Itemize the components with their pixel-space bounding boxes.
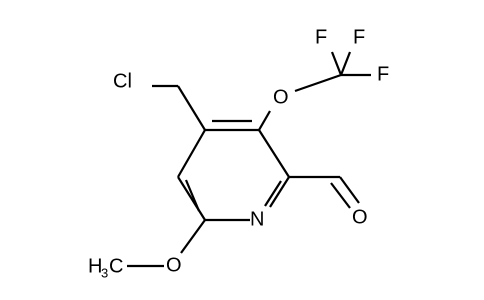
bond-cf3-f-top-left: [330, 51, 343, 76]
bond-c2-n: [269, 176, 290, 208]
fluorine-right-label: F: [377, 63, 389, 85]
pyridine-ring: [177, 119, 290, 222]
oxygen-aldehyde-label: O: [352, 206, 368, 228]
chlorine-atom-label: Cl: [113, 70, 132, 92]
bond-c3-o: [258, 110, 271, 131]
fluorine-top-left-label: F: [315, 26, 327, 48]
bond-c2-n-inner: [264, 180, 282, 207]
bond-c3-c2: [258, 129, 290, 178]
bond-cf3-f-top-right: [339, 51, 352, 76]
bond-c4-ch2: [177, 85, 206, 131]
methyl-carbon-label: C: [109, 255, 123, 277]
bond-cho-o: [339, 176, 360, 204]
methyl-subscript-label: 3: [101, 265, 108, 280]
nitrogen-ring-label: N: [250, 208, 264, 230]
oxygen-ether-label: O: [273, 86, 289, 108]
bond-o-cf3: [294, 73, 342, 93]
methyl-hydrogen-label: H: [88, 255, 102, 277]
oxygen-methoxy-label: O: [166, 254, 182, 276]
fluorine-top-right-label: F: [353, 26, 365, 48]
bond-cho-o-double: [330, 182, 351, 209]
bond-c5-c4: [177, 129, 206, 178]
bond-c6-o-methoxy: [180, 219, 206, 254]
bond-c6-c5-inner: [184, 179, 201, 212]
bond-c6-c5: [177, 176, 206, 221]
